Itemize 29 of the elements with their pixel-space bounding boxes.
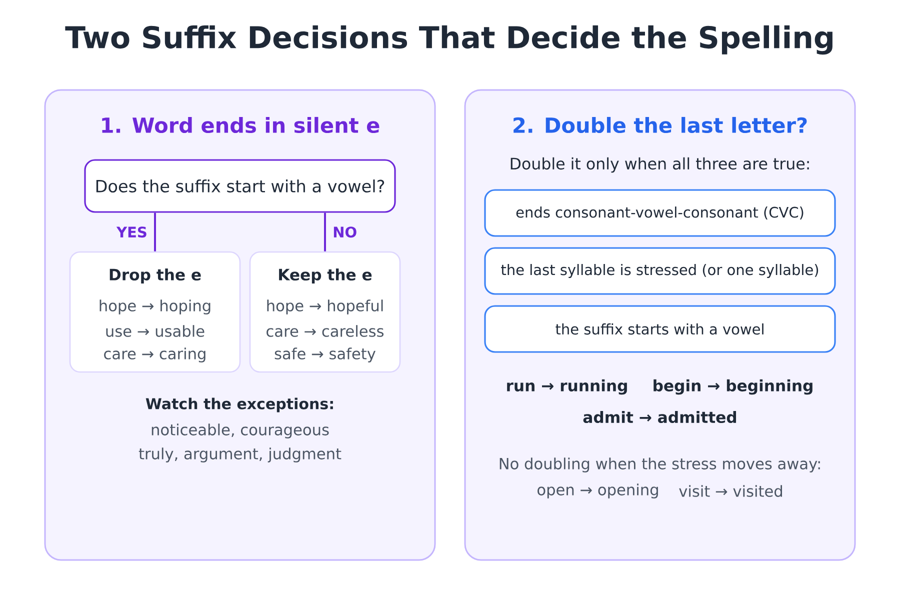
example-text: hope → hopeful [267, 300, 383, 314]
condition-box: the last syllable is stressed (or one syllable) [484, 247, 836, 295]
example-text: run → running [507, 379, 627, 395]
example-text: begin → beginning [654, 379, 812, 395]
title: Two Suffix Decisions That Decide the Spelling [65, 25, 832, 55]
card-heading: Keep the e [279, 268, 372, 284]
example-text: use → usable [106, 325, 204, 337]
example-text: noticeable, courageous [152, 424, 329, 438]
example-text: safe → safety [274, 348, 376, 362]
example-text: care → careless [266, 325, 384, 337]
example-text: truly, argument, judgment [138, 448, 342, 462]
edge-label: YES [114, 224, 150, 240]
edge-label: NO [330, 224, 360, 240]
question-box: Does the suffix start with a vowel? [84, 159, 396, 213]
connector-line [324, 212, 326, 252]
connector-line [154, 212, 156, 252]
panel-heading: 2. Double the last letter? [514, 116, 807, 134]
card-heading: Drop the e [110, 268, 201, 284]
note-text: No doubling when the stress moves away: [500, 458, 820, 472]
example-text: hope → hoping [100, 300, 210, 314]
example-text: open → opening [538, 484, 658, 498]
example-text: care → caring [104, 348, 206, 362]
note-heading: Watch the exceptions: [146, 398, 333, 412]
example-text: visit → visited [679, 485, 782, 497]
example-text: admit → admitted [583, 410, 736, 424]
condition-box: ends consonant-vowel-consonant (CVC) [484, 189, 836, 237]
panel-heading: 1. Word ends in silent e [102, 116, 380, 134]
condition-box: the suffix starts with a vowel [484, 305, 836, 353]
intro-text: Double it only when all three are true: [510, 157, 809, 173]
